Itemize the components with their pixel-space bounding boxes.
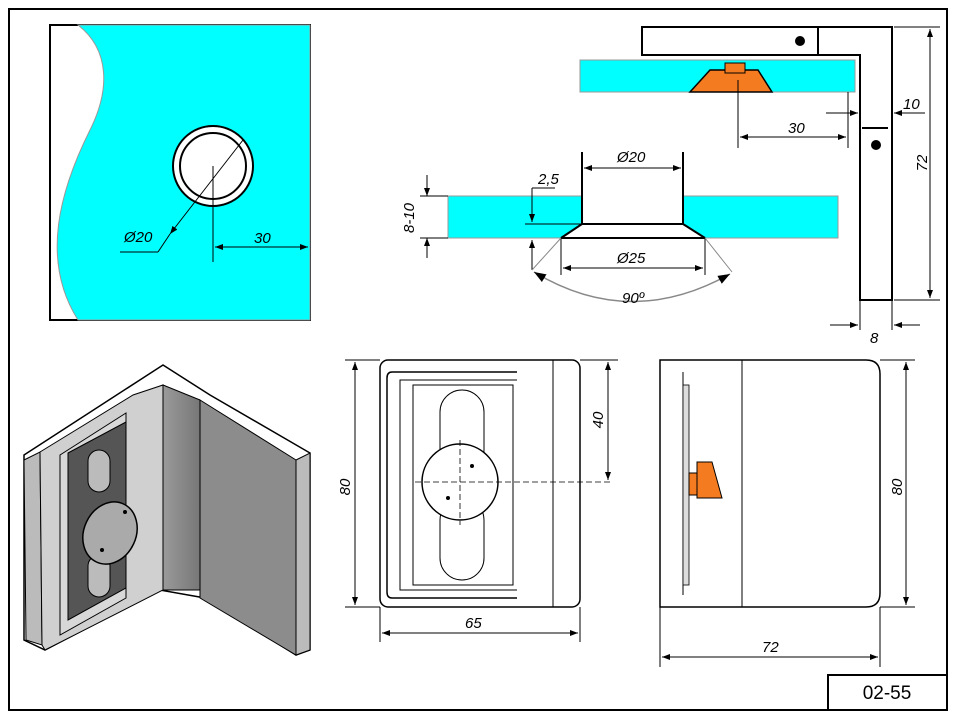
front-width-label: 65: [465, 615, 482, 632]
glass-hole-view: Ø20 30: [49, 24, 311, 321]
side-view: 80 72: [659, 359, 915, 667]
hole-diameter-label: Ø20: [123, 229, 153, 246]
edge-distance-label: 30: [254, 230, 271, 247]
section-edge-distance-label: 30: [788, 120, 805, 137]
screw-dot: [795, 36, 805, 46]
hole-height-label: 40: [590, 411, 607, 428]
angle-label: 90º: [622, 290, 646, 307]
title-block: 02-55: [827, 674, 948, 711]
hole-section: Ø20 Ø25 2,5 8-10 90º: [401, 149, 839, 307]
glass-thickness-label: 8-10: [401, 202, 418, 233]
mounting-section: 30 10 72 8: [579, 26, 940, 347]
countersink-depth-label: 2,5: [537, 171, 560, 188]
front-view: 80 40 65: [337, 359, 618, 642]
drawing-border: [8, 8, 948, 711]
side-height-label: 80: [889, 478, 906, 495]
side-depth-label: 72: [762, 639, 779, 656]
hole-section-diameter-label: Ø20: [616, 149, 646, 166]
isometric-view: [23, 364, 311, 656]
gap-label: 10: [903, 96, 920, 113]
height-72-label: 72: [914, 154, 931, 171]
screw-dot: [871, 140, 881, 150]
thickness-label: 8: [870, 330, 879, 347]
drawing-code: 02-55: [863, 683, 912, 704]
front-height-label: 80: [337, 478, 354, 495]
countersink-diameter-label: Ø25: [616, 250, 646, 267]
